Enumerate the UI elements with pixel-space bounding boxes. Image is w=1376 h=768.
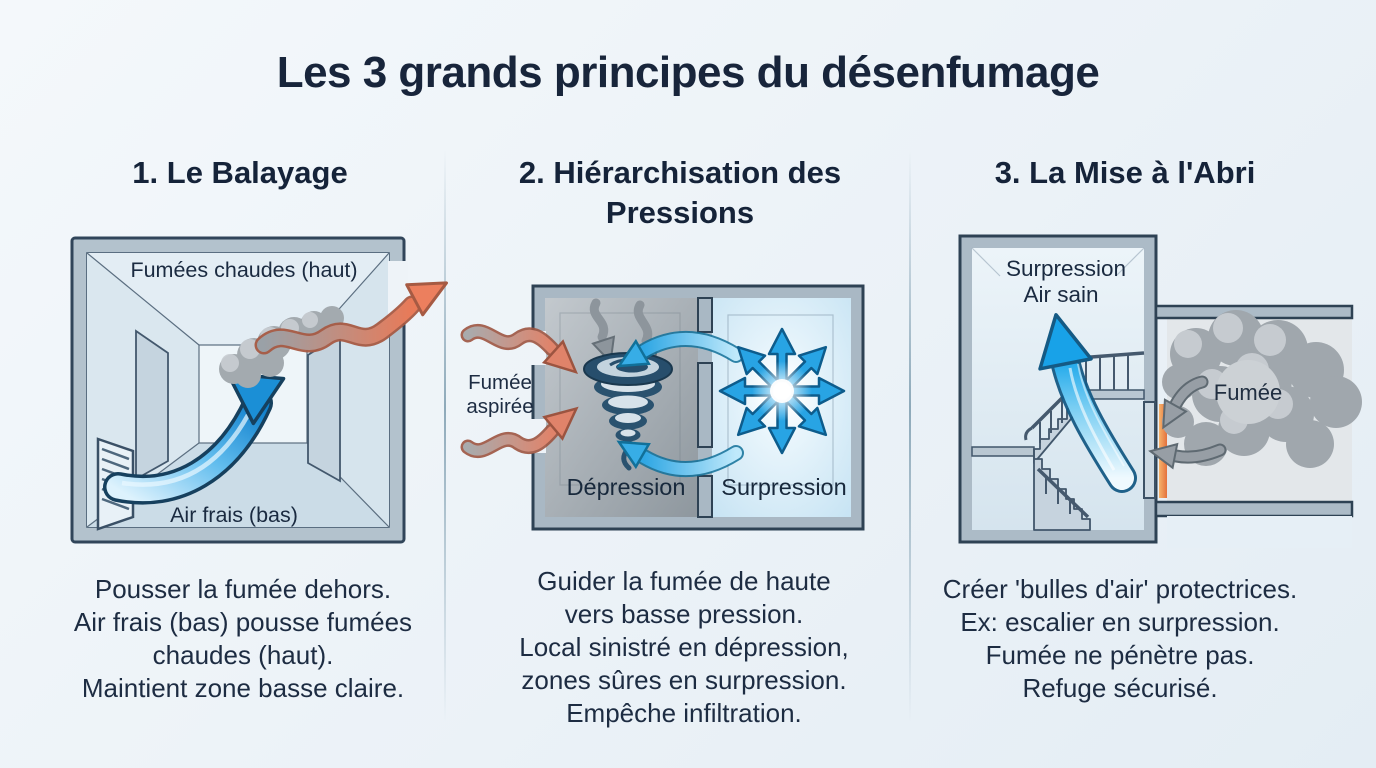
label-surpression: Surpression (721, 474, 846, 500)
desc-line: vers basse pression. (564, 599, 804, 629)
label-surpression-stair: Surpression (1006, 256, 1126, 281)
label-depression: Dépression (567, 474, 686, 500)
heading-mise-a-labri: 3. La Mise à l'Abri (994, 155, 1256, 190)
desc-line: Maintient zone basse claire. (81, 673, 405, 703)
left-door (135, 329, 169, 481)
diagram-mise-a-labri: Fumée Surpression Air sain (958, 234, 1362, 548)
desc-line: Refuge sécurisé. (1022, 673, 1218, 703)
smoke-blocked-arrows (1148, 375, 1227, 470)
label-fumees-chaudes: Fumées chaudes (haut) (130, 258, 357, 282)
desc-line: Local sinistré en dépression, (519, 632, 849, 662)
smoke-in-arrows (460, 323, 579, 459)
label-fumee: Fumée (1214, 380, 1282, 405)
desc-line: Pousser la fumée dehors. (94, 574, 392, 604)
label-fumee-aspiree-1: Fumée (468, 371, 532, 394)
desc-line: chaudes (haut). (152, 640, 334, 670)
desc-line: Empêche infiltration. (566, 698, 802, 728)
column-divider-1 (444, 150, 446, 722)
desc-line: Fumée ne pénètre pas. (985, 640, 1255, 670)
right-door (307, 333, 341, 483)
description-mise-a-labri: Créer 'bulles d'air' protectrices. Ex: e… (905, 573, 1335, 705)
corridor-smoke-cloud: Fumée (1162, 310, 1362, 468)
description-balayage: Pousser la fumée dehors. Air frais (bas)… (28, 573, 458, 705)
diagram-balayage: Fumées chaudes (haut) Air frais (bas) (70, 236, 448, 544)
label-air-frais: Air frais (bas) (170, 503, 298, 527)
clean-air-arrow (1038, 313, 1137, 493)
pressure-starburst-icon (718, 327, 846, 455)
description-pressions: Guider la fumée de haute vers basse pres… (469, 565, 899, 730)
desc-line: zones sûres en surpression. (521, 665, 847, 695)
heading-hierarchisation: 2. Hiérarchisation des Pressions (518, 155, 842, 230)
label-air-sain: Air sain (1023, 282, 1098, 307)
desc-line: Air frais (bas) pousse fumées (73, 607, 413, 637)
label-fumee-aspiree-2: aspirée (466, 395, 533, 418)
smoke-exit-arrow (254, 281, 448, 355)
divider-wall (697, 297, 713, 518)
diagram-pressions: Fumée aspirée Dépression Surpression (460, 284, 865, 531)
pressure-flow-arrows (616, 330, 744, 478)
column-divider-2 (909, 150, 911, 722)
page-title: Les 3 grands principes du désenfumage (276, 48, 1100, 97)
desc-line: Ex: escalier en surpression. (960, 607, 1280, 637)
desc-line: Guider la fumée de haute (537, 566, 831, 596)
desc-line: Créer 'bulles d'air' protectrices. (942, 574, 1298, 604)
heading-balayage: 1. Le Balayage (132, 155, 348, 190)
